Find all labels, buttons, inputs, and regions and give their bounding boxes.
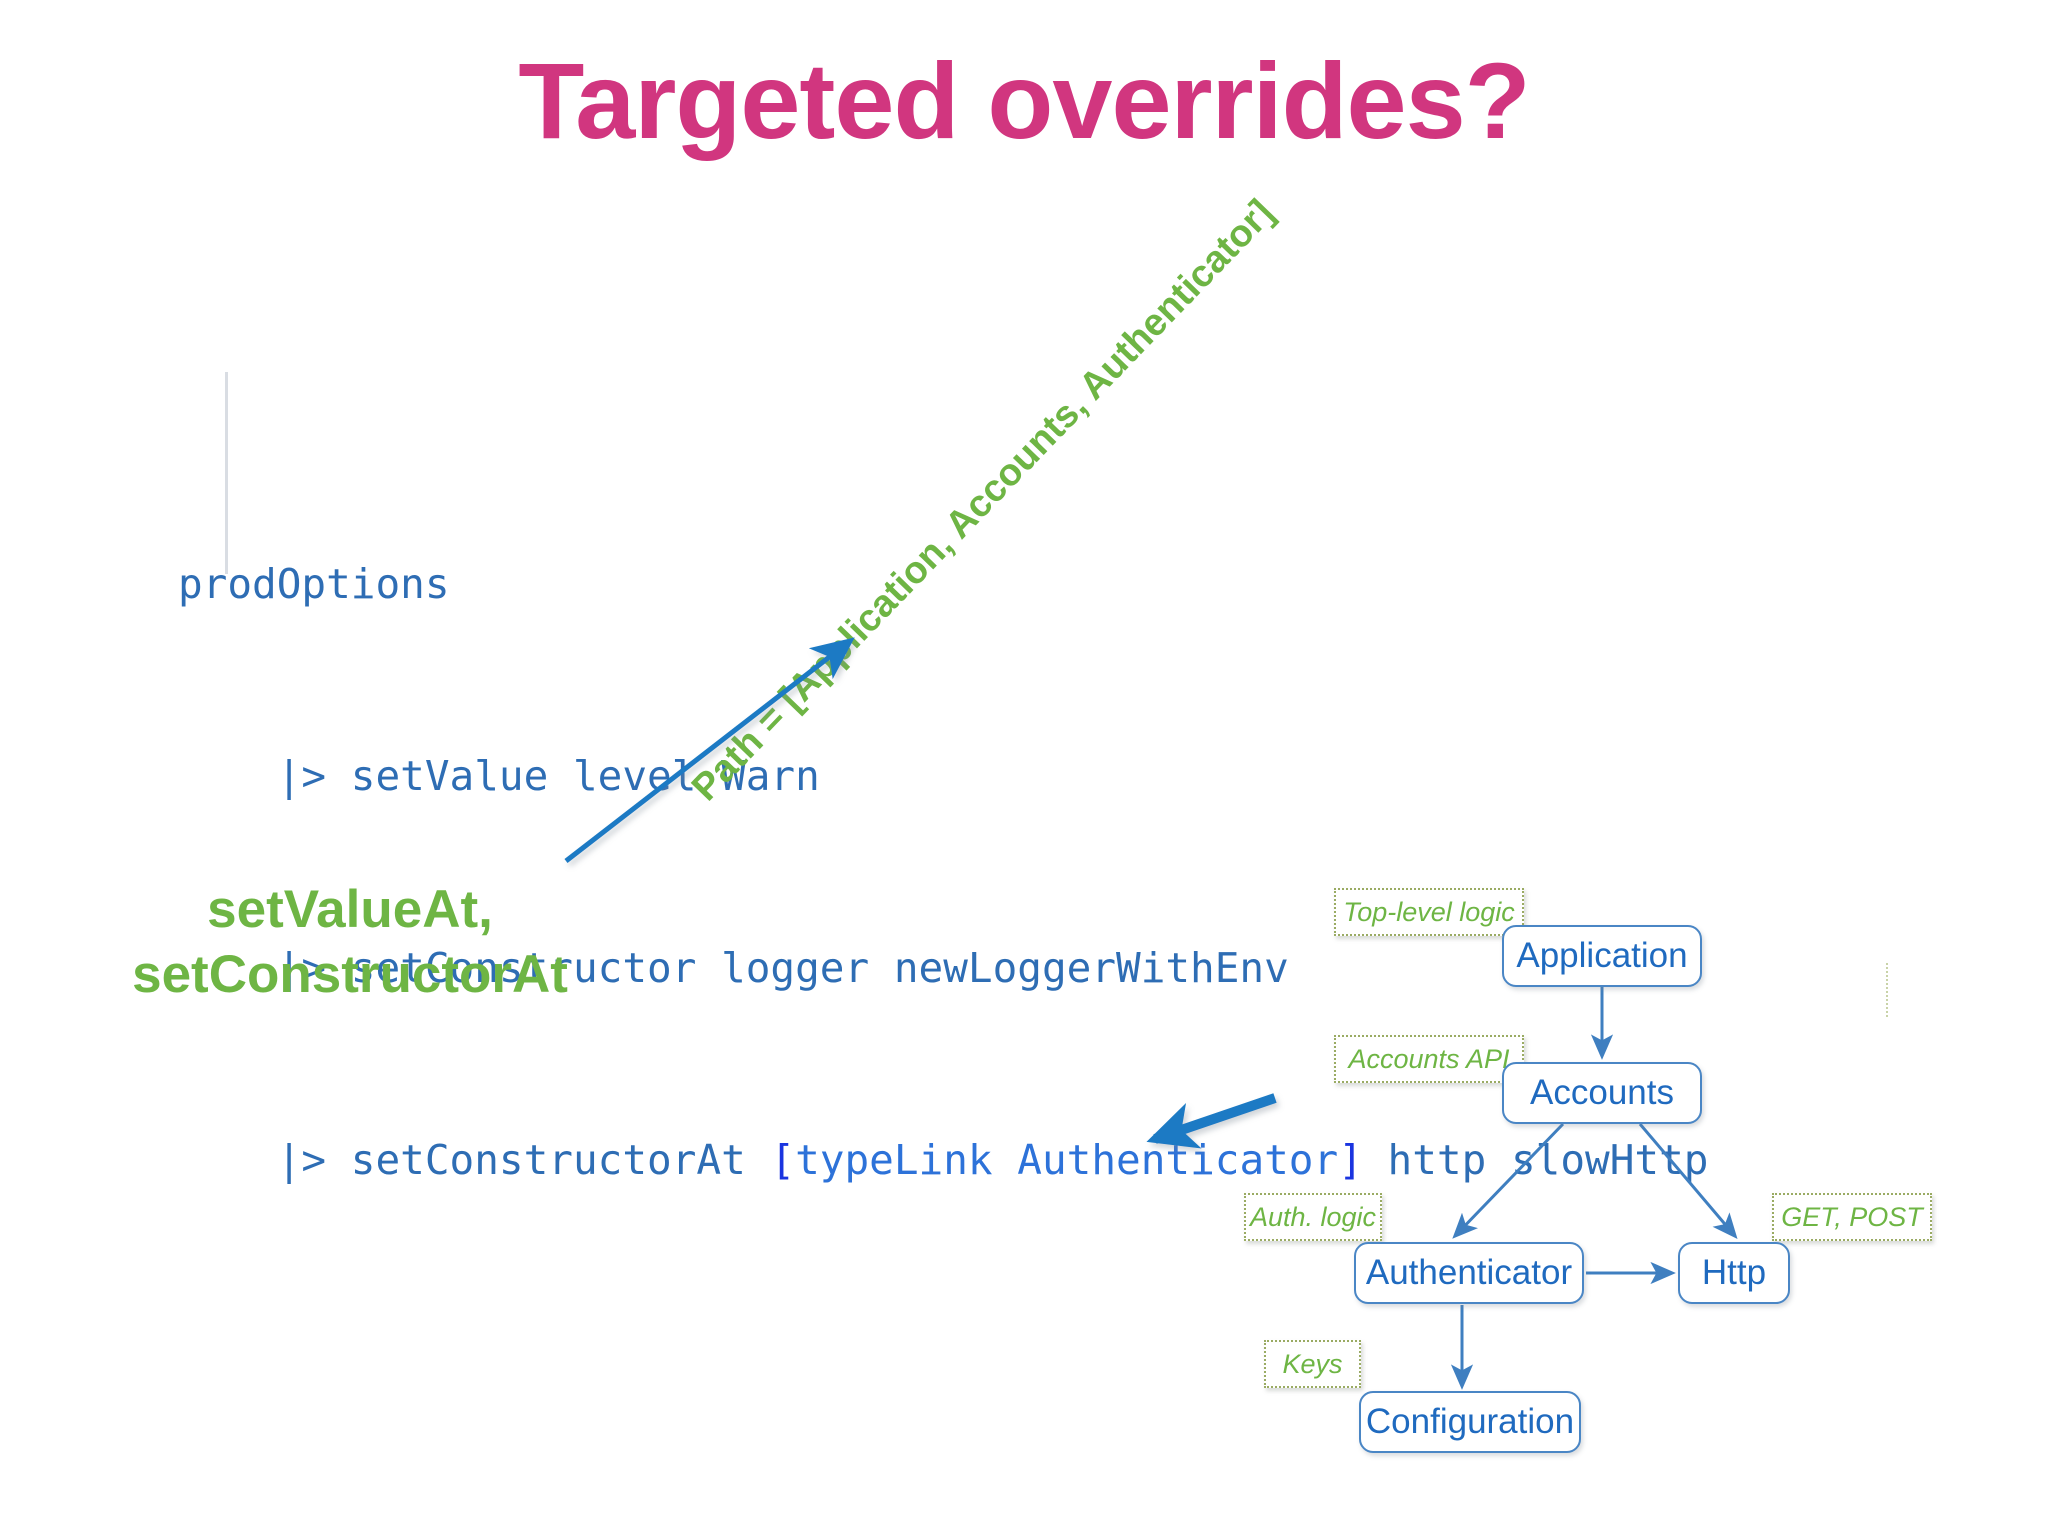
node-http[interactable]: Http: [1678, 1242, 1790, 1304]
node-authenticator-label: Authenticator: [1365, 1253, 1573, 1292]
page-title: Targeted overrides?: [518, 40, 1530, 161]
node-authenticator[interactable]: Authenticator: [1354, 1242, 1584, 1304]
code-close-bracket: ]: [1338, 1136, 1363, 1184]
code-line-3: |> setConstructor logger newLoggerWithEn…: [178, 936, 1708, 1000]
callout-get-post: GET, POST: [1772, 1193, 1932, 1241]
code-type-path: typeLink Authenticator: [795, 1136, 1339, 1184]
callout-accounts-api-label: Accounts API: [1348, 1043, 1510, 1074]
code-line-1-text: prodOptions: [178, 560, 450, 608]
code-block: prodOptions |> setValue level Warn |> se…: [178, 360, 1708, 1320]
callout-auth-logic: Auth. logic: [1244, 1193, 1382, 1241]
callout-auth-logic-label: Auth. logic: [1249, 1201, 1377, 1232]
callout-keys: Keys: [1264, 1340, 1361, 1388]
code-line-4: |> setConstructorAt [typeLink Authentica…: [178, 1128, 1709, 1192]
node-accounts-label: Accounts: [1530, 1073, 1674, 1112]
callout-top-level-logic: Top-level logic: [1334, 888, 1524, 936]
callout-get-post-label: GET, POST: [1781, 1201, 1923, 1232]
code-line-3-text: |> setConstructor logger newLoggerWithEn…: [276, 944, 1289, 992]
code-line-4-prefix: |> setConstructorAt: [276, 1136, 771, 1184]
callout-top-level-logic-label: Top-level logic: [1343, 896, 1515, 927]
setters-annotation-line-2: setConstructorAt: [132, 944, 568, 1004]
code-indent-guide: [225, 372, 228, 574]
setters-annotation-line-1: setValueAt,: [207, 880, 493, 939]
node-http-label: Http: [1701, 1253, 1767, 1292]
node-application-label: Application: [1516, 936, 1688, 975]
code-line-1: prodOptions: [178, 552, 1708, 616]
node-application[interactable]: Application: [1502, 925, 1702, 987]
node-configuration-label: Configuration: [1365, 1402, 1575, 1441]
code-line-4-suffix: http slowHttp: [1362, 1136, 1709, 1184]
code-open-bracket: [: [770, 1136, 796, 1184]
callout-accounts-api: Accounts API: [1334, 1035, 1524, 1083]
callout-keys-label: Keys: [1282, 1348, 1343, 1379]
setters-annotation: setValueAt, setConstructorAt: [90, 878, 610, 1007]
code-line-2: |> setValue level Warn: [178, 744, 1708, 808]
node-accounts[interactable]: Accounts: [1502, 1062, 1702, 1124]
node-configuration[interactable]: Configuration: [1359, 1391, 1581, 1453]
edge-dotted-marker: [1886, 963, 1888, 1017]
